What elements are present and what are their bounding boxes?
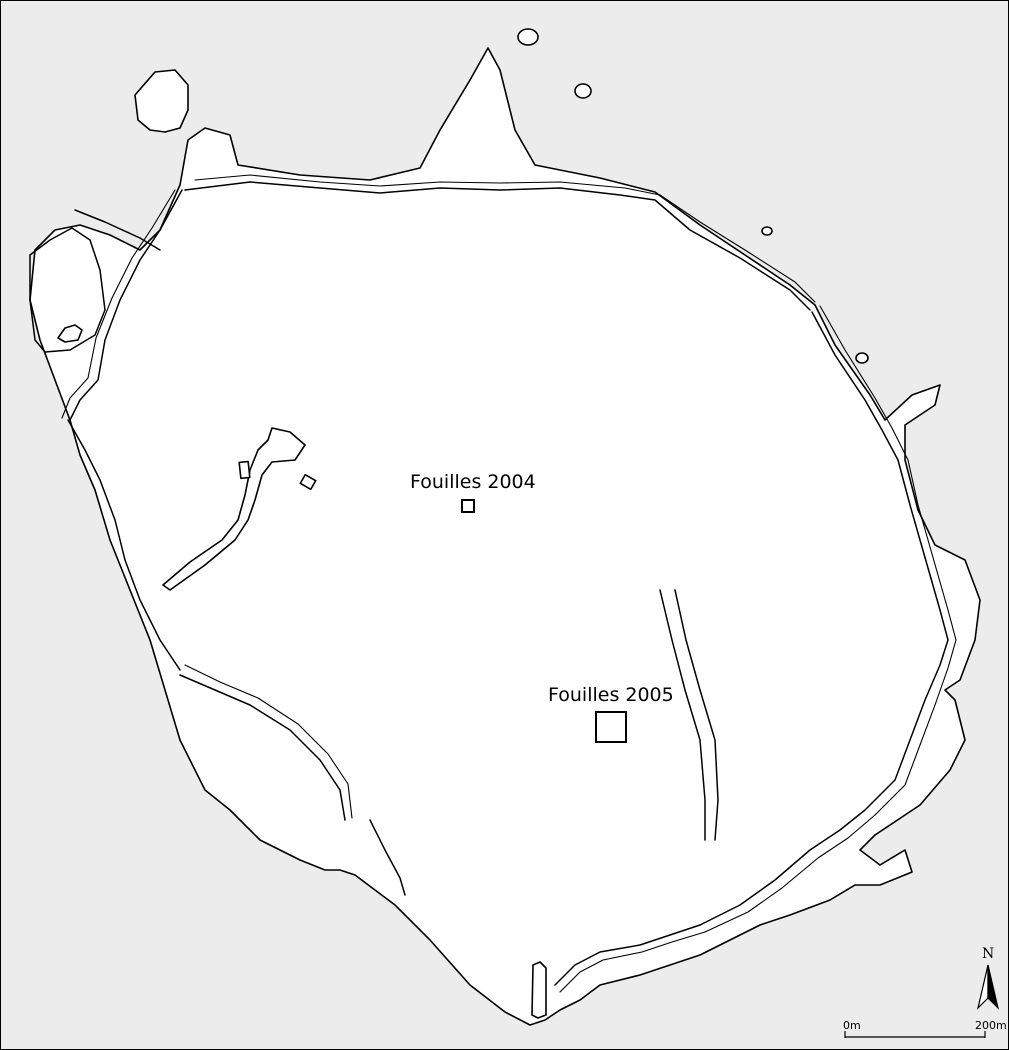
sw-outer-wall (184, 664, 353, 819)
south-inlet (531, 961, 547, 1019)
east-inner-wall (699, 311, 949, 926)
scale-end-label: 200m (975, 1019, 1007, 1032)
north-arrow-shaded (987, 964, 1000, 1010)
north-letter: N (982, 946, 994, 962)
islet-top-2 (574, 83, 592, 99)
east-outer-wall (704, 305, 957, 933)
west-outer-wall (61, 189, 176, 419)
west-inner-wall (69, 189, 183, 421)
north-arrow: N (976, 946, 1000, 1010)
south-channel-2 (674, 589, 719, 841)
west-channel (67, 419, 181, 671)
sw-inner-wall (179, 674, 346, 821)
west-peninsula-outline (29, 227, 106, 353)
excavation-2005-marker (595, 711, 627, 743)
north-outer-wall (194, 174, 816, 303)
excavation-2005-label: Fouilles 2005 (548, 684, 674, 706)
islet-ne-1 (761, 226, 773, 236)
structure-a (238, 460, 251, 480)
south-inner-wall (554, 924, 701, 986)
west-pond (57, 324, 83, 343)
nw-islet (134, 69, 189, 133)
north-inner-wall (184, 181, 811, 311)
structure-b (299, 473, 317, 491)
interior-channel (162, 427, 306, 591)
scale-bar: 0m 200m (843, 1019, 1007, 1038)
main-island (29, 47, 981, 1026)
south-outer-wall (559, 931, 706, 993)
islet-top-1 (517, 28, 539, 46)
excavation-2004-label: Fouilles 2004 (410, 471, 536, 493)
excavation-2004-marker (461, 499, 475, 513)
islet-ne-2 (855, 352, 869, 364)
scale-start-label: 0m (843, 1019, 861, 1032)
south-channel-1 (659, 589, 706, 841)
sw-lower-wall (369, 819, 406, 896)
